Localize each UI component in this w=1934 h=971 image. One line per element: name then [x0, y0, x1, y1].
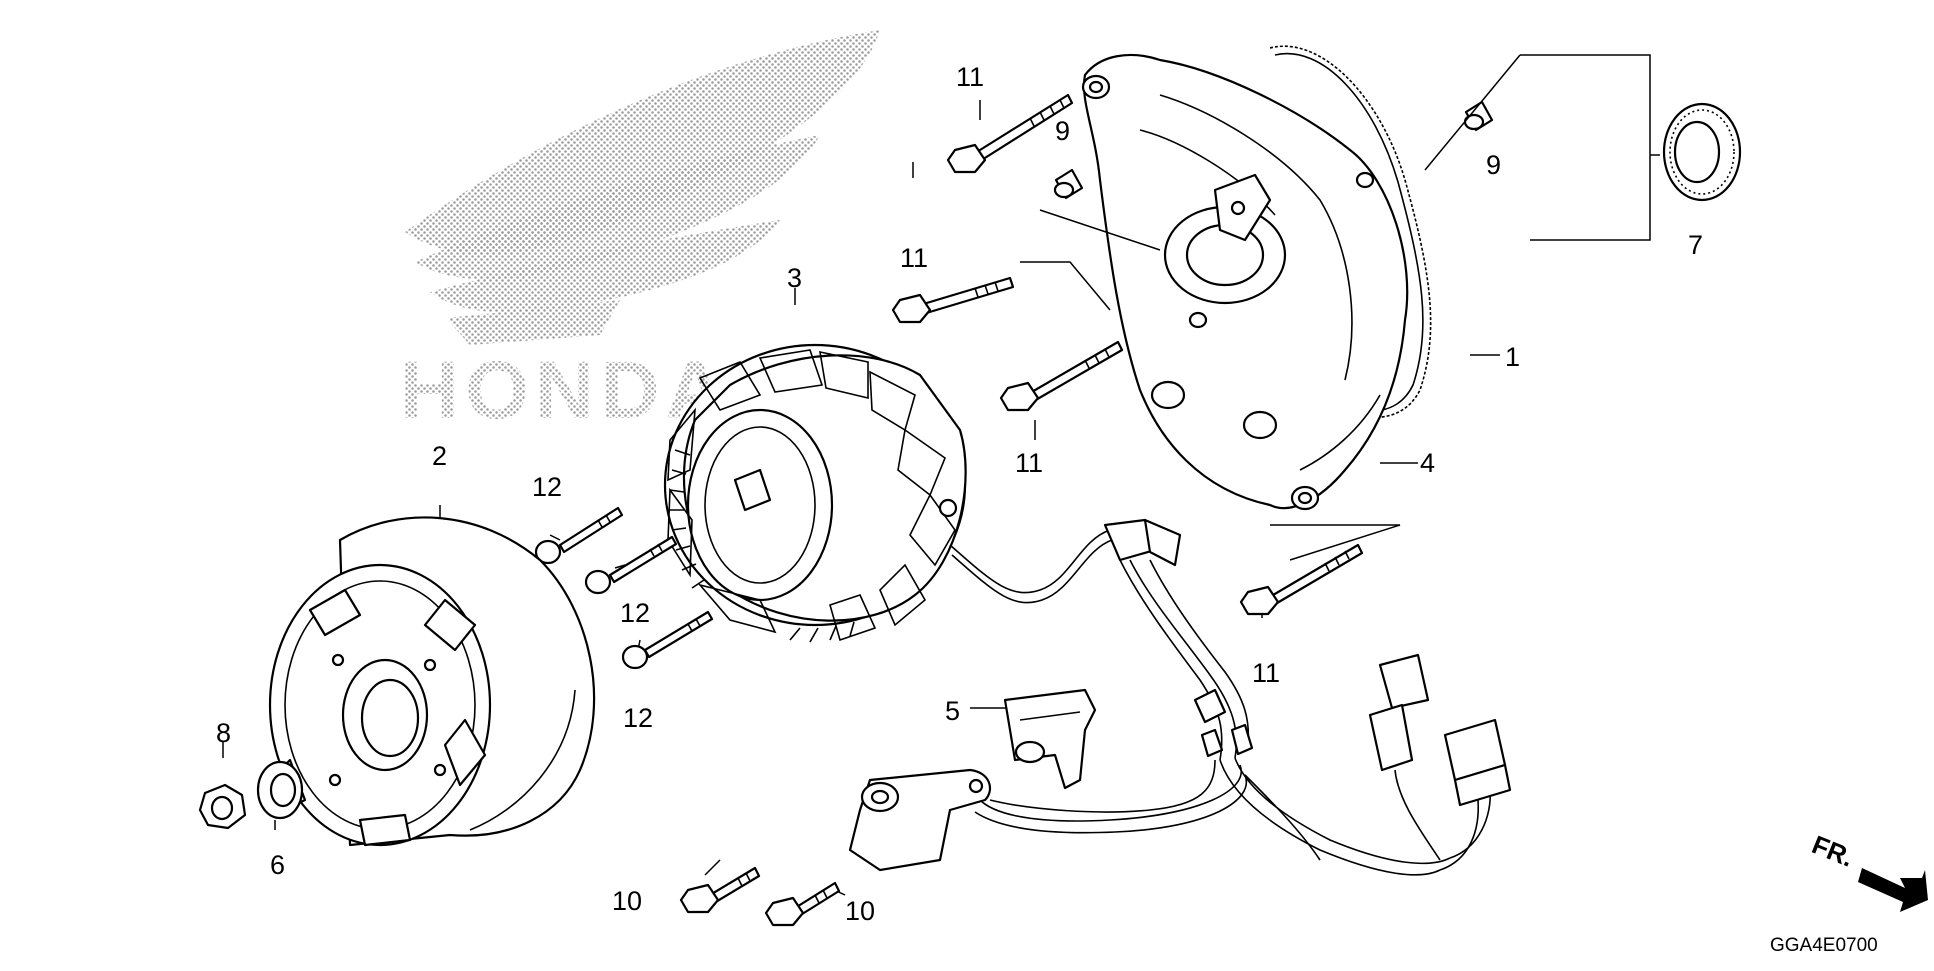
callout-9-right: 9 [1486, 150, 1502, 180]
bolt-12-b [584, 535, 678, 595]
bolt-12-a [534, 506, 624, 565]
callout-11-low: 11 [1015, 448, 1044, 478]
dowel-pin-left [1053, 168, 1084, 200]
callout-4: 4 [1420, 448, 1436, 478]
callout-1: 1 [1505, 342, 1521, 372]
stator [663, 343, 967, 643]
bolt-11-mid [891, 276, 1015, 324]
callout-9-left: 9 [1055, 116, 1071, 146]
wire-harness [949, 518, 1512, 876]
callout-12-c: 12 [623, 703, 654, 733]
bolt-10-a [679, 866, 761, 914]
honda-wing-logo: HONDA [400, 30, 880, 436]
callout-6: 6 [270, 850, 286, 880]
callout-12-b: 12 [620, 598, 651, 628]
bolt-11-right [1239, 543, 1364, 616]
callout-12-a: 12 [532, 472, 563, 502]
callout-10-b: 10 [845, 896, 876, 926]
generator-cover [1081, 53, 1409, 511]
callout-11-mid: 11 [900, 243, 929, 273]
bolt-10-b [764, 881, 841, 927]
bolt-11-low [999, 340, 1124, 412]
callout-11-top: 11 [956, 62, 985, 92]
bolt-12-c [621, 610, 714, 670]
callout-10-a: 10 [612, 886, 643, 916]
callout-7: 7 [1688, 230, 1704, 260]
callout-5: 5 [945, 696, 961, 726]
callout-2: 2 [432, 441, 448, 471]
cable-clamp [1003, 688, 1097, 790]
callout-8: 8 [216, 718, 232, 748]
bolt-11-top [946, 93, 1074, 174]
callout-3: 3 [787, 263, 803, 293]
front-direction-arrow [1858, 868, 1928, 912]
callout-11-right: 11 [1252, 658, 1281, 688]
pulser-coil [848, 759, 1216, 872]
honda-logo-lettering: HONDA [400, 345, 731, 436]
diagram-code: GGA4E0700 [1770, 935, 1878, 956]
oil-seal [1662, 102, 1742, 202]
flywheel-washer [256, 760, 304, 820]
flywheel [268, 516, 596, 847]
flywheel-nut [198, 783, 247, 830]
